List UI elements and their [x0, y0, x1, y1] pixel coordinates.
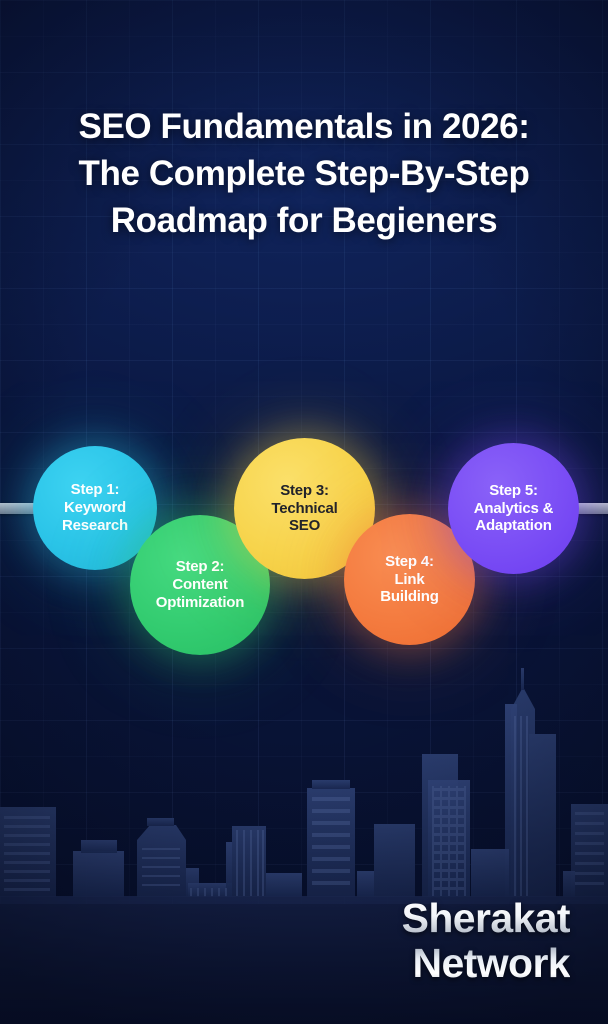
step-5-label: Step 5: Analytics & Adaptation [468, 482, 560, 536]
step-4-name-l1: Link [394, 570, 425, 588]
page-title: SEO Fundamentals in 2026: The Complete S… [0, 103, 608, 244]
step-5-number: Step 5: [489, 481, 538, 499]
step-1-number: Step 1: [70, 481, 120, 499]
step-5-name-l2: Adaptation [475, 517, 552, 535]
step-2-label: Step 2: Content Optimization [150, 558, 250, 612]
step-2-name-l1: Content [172, 576, 228, 594]
step-4-label: Step 4: Link Building [374, 553, 444, 607]
step-3-name-l1: Technical [271, 499, 338, 517]
brand-logo-text: Sherakat Network [402, 896, 570, 986]
roadmap-step-5-bubble[interactable]: Step 5: Analytics & Adaptation [448, 443, 579, 574]
step-4-number: Step 4: [385, 552, 434, 570]
brand-line-1: Sherakat [401, 895, 570, 941]
step-1-name-l1: Keyword [64, 499, 126, 517]
step-3-label: Step 3: Technical SEO [265, 482, 343, 536]
title-line-1: SEO Fundamentals in 2026: [78, 107, 530, 146]
step-5-name-l1: Analytics & [473, 499, 554, 517]
title-line-2: The Complete Step-By-Step [78, 154, 530, 193]
step-2-name-l2: Optimization [155, 593, 245, 611]
step-1-name-l2: Research [62, 516, 128, 534]
step-4-name-l2: Building [380, 588, 439, 606]
title-line-3: Roadmap for Begieners [110, 201, 498, 240]
step-3-number: Step 3: [280, 481, 329, 499]
step-3-name-l2: SEO [288, 517, 321, 535]
brand-line-2: Network [412, 940, 570, 986]
step-1-label: Step 1: Keyword Research [56, 481, 134, 535]
step-2-number: Step 2: [175, 558, 225, 576]
